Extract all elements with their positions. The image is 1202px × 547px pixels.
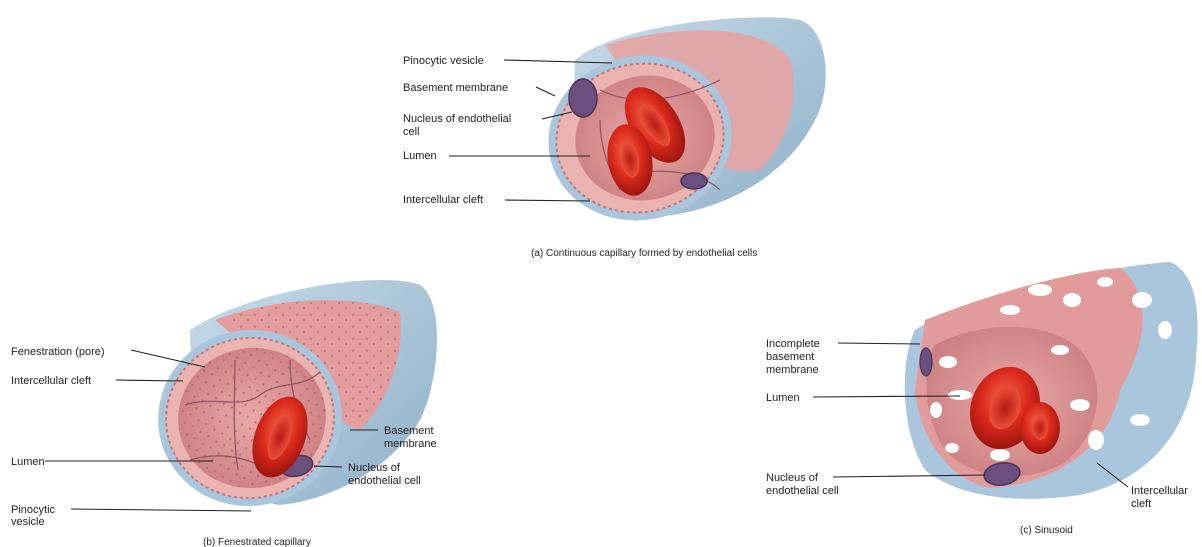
panel-b-fenestrated-capillary: Fenestration (pore) Intercellular cleft … bbox=[11, 280, 437, 547]
panel-c-label-lumen: Lumen bbox=[766, 392, 800, 404]
panel-c-label-cleft-line1: Intercellular bbox=[1131, 485, 1188, 497]
panel-b-label-nucleus-line2: endothelial cell bbox=[348, 475, 421, 487]
panel-b-label-basement-line2: membrane bbox=[384, 438, 437, 450]
panel-a-label-basement-membrane: Basement membrane bbox=[403, 82, 508, 94]
panel-b-label-intercellular-cleft: Intercellular cleft bbox=[11, 375, 91, 387]
panel-c-rbc-2-center bbox=[1032, 416, 1048, 440]
panel-c-label-incomplete-line1: Incomplete bbox=[766, 338, 820, 350]
panel-c-sinusoid: Incomplete basement membrane Lumen Nucle… bbox=[766, 262, 1197, 536]
panel-c-leader-incomplete bbox=[838, 343, 920, 344]
panel-c-label-incomplete-line3: membrane bbox=[766, 364, 819, 376]
panel-a-label-lumen: Lumen bbox=[403, 150, 437, 162]
panel-b-label-basement-line1: Basement bbox=[384, 425, 434, 437]
panel-a-label-nucleus-line2: cell bbox=[403, 126, 420, 138]
panel-c-label-nucleus-line1: Nucleus of bbox=[766, 472, 819, 484]
panel-b-label-pinocytic-line1: Pinocytic bbox=[11, 504, 56, 516]
panel-a-leader-basement bbox=[536, 87, 555, 96]
panel-a-label-pinocytic-vesicle: Pinocytic vesicle bbox=[403, 55, 484, 67]
panel-c-nucleus-2 bbox=[920, 348, 932, 376]
panel-c-label-incomplete-line2: basement bbox=[766, 351, 814, 363]
panel-b-label-fenestration: Fenestration (pore) bbox=[11, 346, 105, 358]
panel-c-caption: (c) Sinusoid bbox=[1020, 525, 1073, 536]
panel-b-label-nucleus-line1: Nucleus of bbox=[348, 462, 401, 474]
panel-b-caption: (b) Fenestrated capillary bbox=[203, 537, 311, 547]
panel-c-label-cleft-line2: cleft bbox=[1131, 498, 1151, 510]
panel-a-label-intercellular-cleft: Intercellular cleft bbox=[403, 194, 483, 206]
panel-b-label-lumen: Lumen bbox=[11, 456, 45, 468]
panel-a-continuous-capillary: Pinocytic vesicle Basement membrane Nucl… bbox=[403, 17, 826, 259]
panel-b-label-pinocytic-line2: vesicle bbox=[11, 516, 45, 528]
panel-c-label-nucleus-line2: endothelial cell bbox=[766, 485, 839, 497]
panel-a-nucleus-1 bbox=[569, 79, 597, 117]
panel-a-caption: (a) Continuous capillary formed by endot… bbox=[531, 248, 757, 259]
panel-a-nucleus-2 bbox=[681, 173, 707, 189]
panel-b-leader-pinocytic bbox=[71, 509, 251, 511]
panel-a-label-nucleus-line1: Nucleus of endothelial bbox=[403, 113, 511, 125]
